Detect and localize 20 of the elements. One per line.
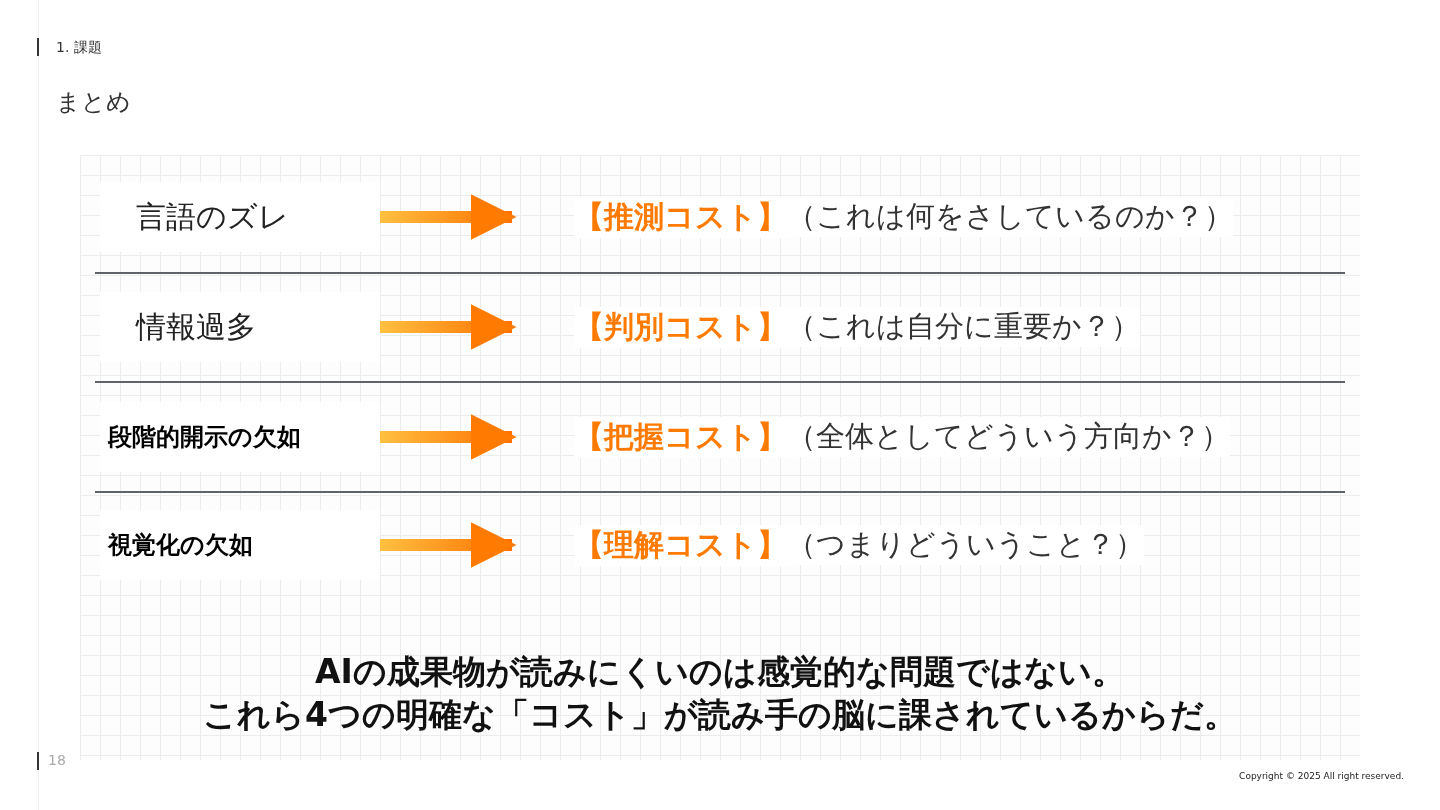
question-text: （全体としてどういう方向か？）	[787, 417, 1230, 457]
arrow	[380, 414, 517, 460]
section-heading: 1. 課題	[56, 39, 102, 57]
cost-label: 【判別コスト】	[574, 306, 787, 348]
question-text: （これは自分に重要か？）	[787, 307, 1140, 347]
conclusion-text: AIの成果物が読みにくいのは感覚的な問題ではない。	[314, 651, 1126, 693]
copyright-text: Copyright © 2025 All right reserved.	[1239, 771, 1404, 781]
arrow	[380, 194, 517, 240]
slide-title: まとめ	[56, 87, 131, 118]
cost-label: 【理解コスト】	[574, 524, 787, 566]
problem-label: 視覚化の欠如	[108, 529, 253, 561]
arrow	[380, 304, 517, 350]
arrow	[380, 522, 517, 568]
cost-label: 【把握コスト】	[574, 416, 787, 458]
question-text: （これは何をさしているのか？）	[787, 197, 1233, 237]
cost-label: 【推測コスト】	[574, 196, 787, 238]
conclusion-text: これら4つの明確な「コスト」が読み手の脳に課されているからだ。	[202, 694, 1238, 736]
question-text: （つまりどういうこと？）	[787, 525, 1144, 565]
page-number: 18	[48, 752, 66, 768]
problem-label: 段階的開示の欠如	[108, 421, 301, 453]
